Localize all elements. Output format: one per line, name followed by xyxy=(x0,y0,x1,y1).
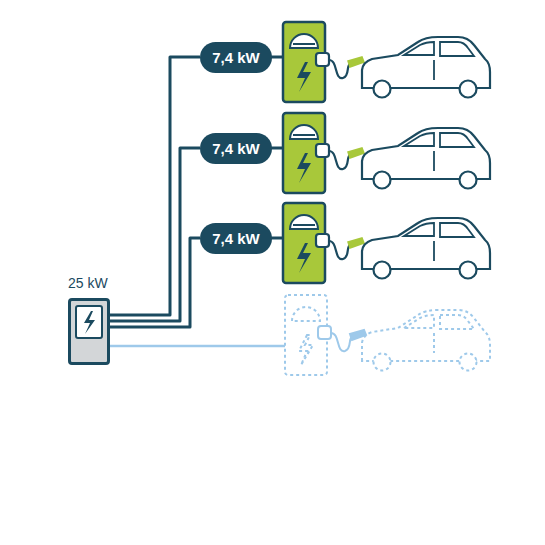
car xyxy=(362,218,490,279)
power-cable xyxy=(110,57,200,315)
car xyxy=(362,128,490,189)
power-label: 7,4 kW xyxy=(200,42,272,73)
power-label: 7,4 kW xyxy=(200,133,272,164)
charging-unit xyxy=(70,300,108,363)
power-cable xyxy=(110,148,200,321)
car xyxy=(362,37,490,98)
optional-wallbox xyxy=(285,295,366,375)
power-label: 7,4 kW xyxy=(200,223,272,254)
power-value: 7,4 kW xyxy=(212,140,260,157)
wallbox xyxy=(283,113,364,193)
wallbox xyxy=(283,22,364,102)
wallbox xyxy=(283,203,364,283)
power-value: 7,4 kW xyxy=(212,49,260,66)
optional-wire xyxy=(110,345,286,348)
power-rating: 25 kW xyxy=(68,275,108,291)
power-cable xyxy=(110,238,200,327)
optional-car xyxy=(362,310,490,371)
power-value: 7,4 kW xyxy=(212,230,260,247)
charging-unit-box: 25 kW xyxy=(68,298,110,365)
